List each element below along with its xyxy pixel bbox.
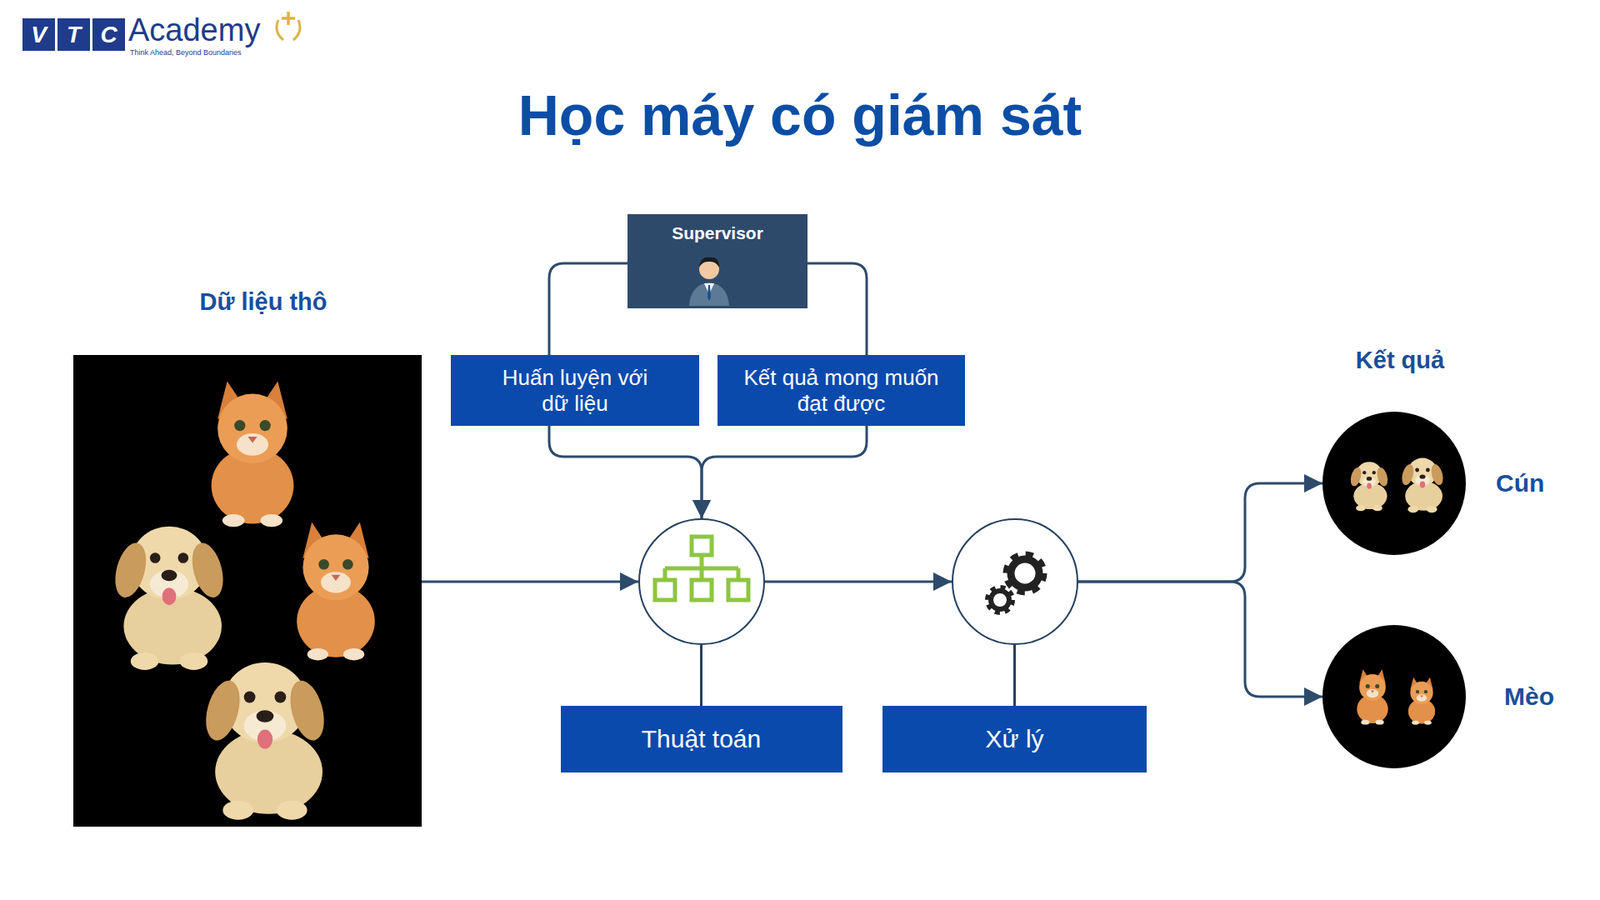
raw-data-illustration xyxy=(73,355,422,827)
supervisor-box: Supervisor xyxy=(627,214,808,309)
connector xyxy=(1078,581,1323,697)
panel-heading: Dữ liệu thô xyxy=(89,287,438,316)
step-circle: Xử lý xyxy=(951,518,1079,645)
supervisor-icon xyxy=(684,250,735,306)
box-text: Supervisor xyxy=(627,222,808,245)
result-label: Mèo xyxy=(1504,681,1555,712)
result-label: Cún xyxy=(1495,468,1545,499)
logo-letter: V xyxy=(22,18,55,51)
result-circle: Cún xyxy=(1322,411,1466,555)
result-circle: Mèo xyxy=(1322,625,1466,769)
dogs-illustration xyxy=(1322,411,1466,555)
gears-icon xyxy=(951,518,1079,645)
logo-letter: T xyxy=(57,18,90,51)
process-box: Kết quả mong muốn đạt được xyxy=(717,355,965,426)
connector xyxy=(765,580,952,584)
box-text: Thuật toán xyxy=(641,724,761,755)
connector xyxy=(421,580,639,584)
image-panel: Dữ liệu thô xyxy=(73,355,422,827)
connector xyxy=(701,425,867,519)
logo-laurel xyxy=(270,8,307,45)
cats-illustration xyxy=(1322,625,1466,769)
section-label: Kết quả xyxy=(1355,345,1445,375)
label-box: Thuật toán xyxy=(560,705,843,773)
step-circle: Thuật toán xyxy=(638,518,765,645)
connector xyxy=(807,263,867,355)
process-box: Huấn luyện với dữ liệu xyxy=(450,355,700,426)
connector xyxy=(549,425,702,519)
diagram-title: Học máy có giám sát xyxy=(0,81,1600,149)
stem-line xyxy=(1013,645,1016,706)
logo-text: Academy xyxy=(128,11,260,49)
box-text: Huấn luyện với dữ liệu xyxy=(494,365,657,417)
logo-letter: C xyxy=(92,18,125,51)
stem-line xyxy=(700,645,703,706)
connector xyxy=(549,263,628,355)
label-box: Xử lý xyxy=(882,705,1147,773)
box-text: Xử lý xyxy=(985,724,1044,755)
box-text: Kết quả mong muốn đạt được xyxy=(735,365,948,417)
connector xyxy=(1078,483,1323,582)
hierarchy-icon xyxy=(638,518,765,645)
logo-text: Think Ahead, Beyond Boundaries xyxy=(130,48,242,57)
